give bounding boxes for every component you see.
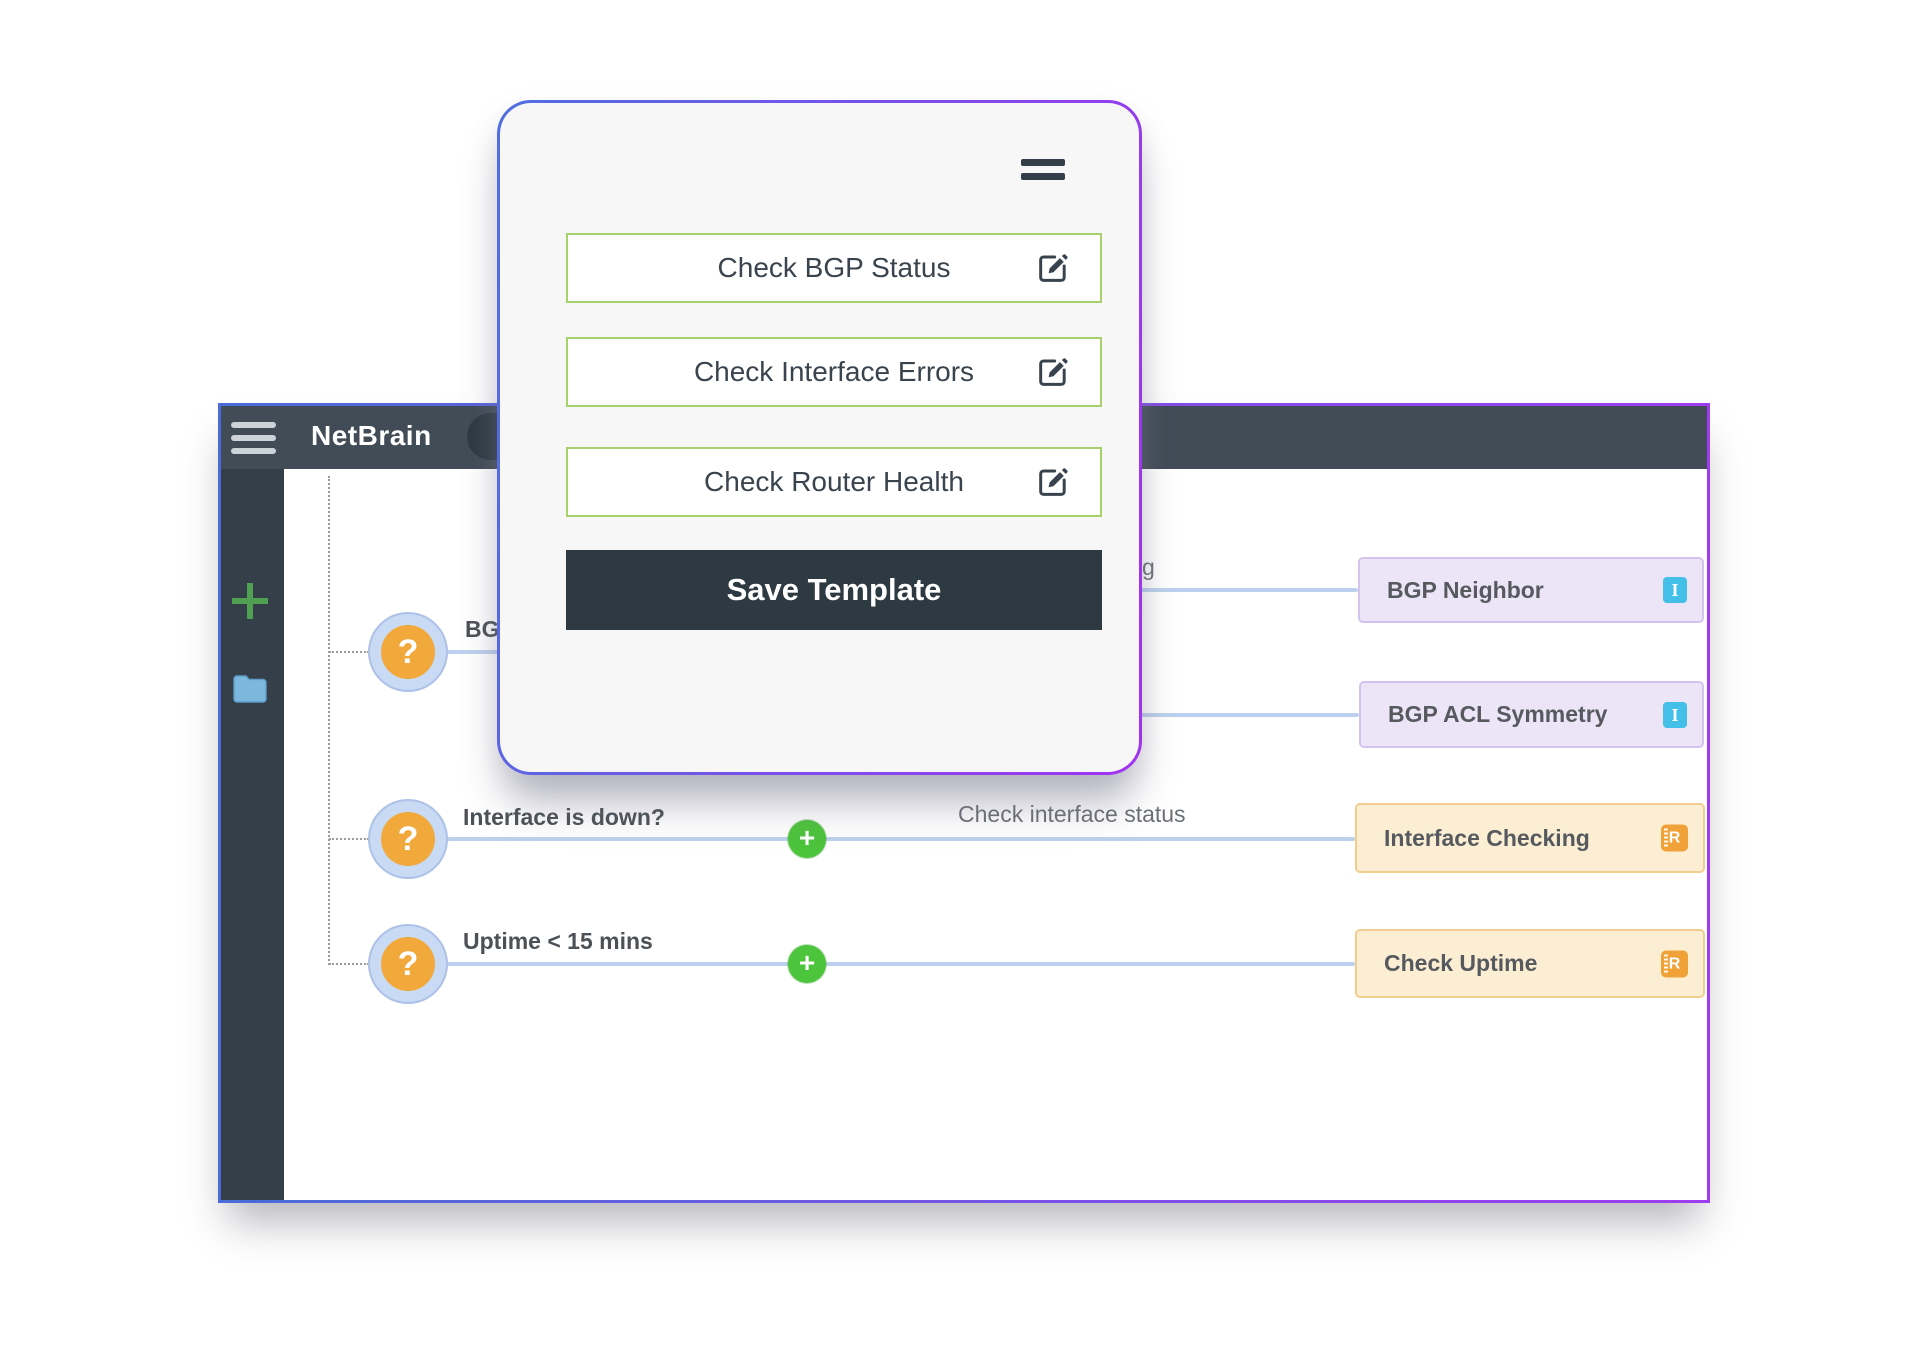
target-node-interface-checking[interactable]: Interface Checking R [1355,803,1705,873]
connector-line [444,837,1355,841]
template-button-check-router-health[interactable]: Check Router Health [566,447,1102,517]
question-node[interactable]: ? [368,799,448,879]
edit-icon[interactable] [1036,465,1070,499]
edit-icon[interactable] [1036,355,1070,389]
save-template-button[interactable]: Save Template [566,550,1102,630]
edge-label: Check interface status [958,801,1186,827]
hamburger-bar [231,435,276,441]
target-node-label: Check Uptime [1384,950,1538,976]
tree-dotted-line [328,476,330,965]
branch-label: BG [465,616,500,642]
runbook-badge-icon: R [1661,950,1688,977]
edge-label-partial: g [1142,554,1155,580]
template-button-label: Check Interface Errors [693,356,975,387]
target-node-label: BGP ACL Symmetry [1388,701,1608,727]
connector-line [984,588,1358,592]
template-modal: Check BGP Status Check Interface Errors … [497,100,1142,775]
question-node[interactable]: ? [368,612,448,692]
hamburger-bar [231,422,276,428]
template-button-label: Check Router Health [704,466,964,497]
add-step-plus-icon[interactable]: + [788,820,826,858]
tree-dotted-stub [329,838,369,840]
add-node-plus-icon[interactable] [230,581,270,621]
branch-label: Uptime < 15 mins [463,928,653,954]
target-node-bgp-acl-symmetry[interactable]: BGP ACL Symmetry I [1359,681,1704,748]
hamburger-bar [231,448,276,454]
question-mark-icon: ? [381,812,435,866]
template-button-check-interface-errors[interactable]: Check Interface Errors [566,337,1102,407]
intent-badge-icon: I [1663,701,1687,728]
template-button-check-bgp-status[interactable]: Check BGP Status [566,233,1102,303]
connector-line [444,962,1355,966]
branch-label: Interface is down? [463,804,665,830]
drag-handle-icon[interactable] [1021,159,1065,187]
target-node-check-uptime[interactable]: Check Uptime R [1355,929,1705,998]
handle-bar [1021,173,1065,180]
template-button-label: Check BGP Status [717,252,951,283]
question-mark-icon: ? [381,937,435,991]
question-node[interactable]: ? [368,924,448,1004]
target-node-label: Interface Checking [1384,824,1590,851]
tree-dotted-stub [329,651,369,653]
connector-line [984,713,1359,717]
add-step-plus-icon[interactable]: + [788,945,826,983]
target-node-bgp-neighbor[interactable]: BGP Neighbor I [1358,557,1704,623]
tree-dotted-stub [329,963,369,965]
intent-badge-icon: I [1663,577,1687,603]
question-mark-icon: ? [381,625,435,679]
netbrain-logo: NetBrain [311,420,432,451]
edit-icon[interactable] [1036,251,1070,285]
runbook-badge-icon: R [1661,824,1688,852]
target-node-label: BGP Neighbor [1387,576,1544,603]
app-sidebar [221,469,284,1200]
handle-bar [1021,159,1065,166]
hamburger-menu-icon[interactable] [231,422,277,461]
folder-icon[interactable] [232,674,268,704]
